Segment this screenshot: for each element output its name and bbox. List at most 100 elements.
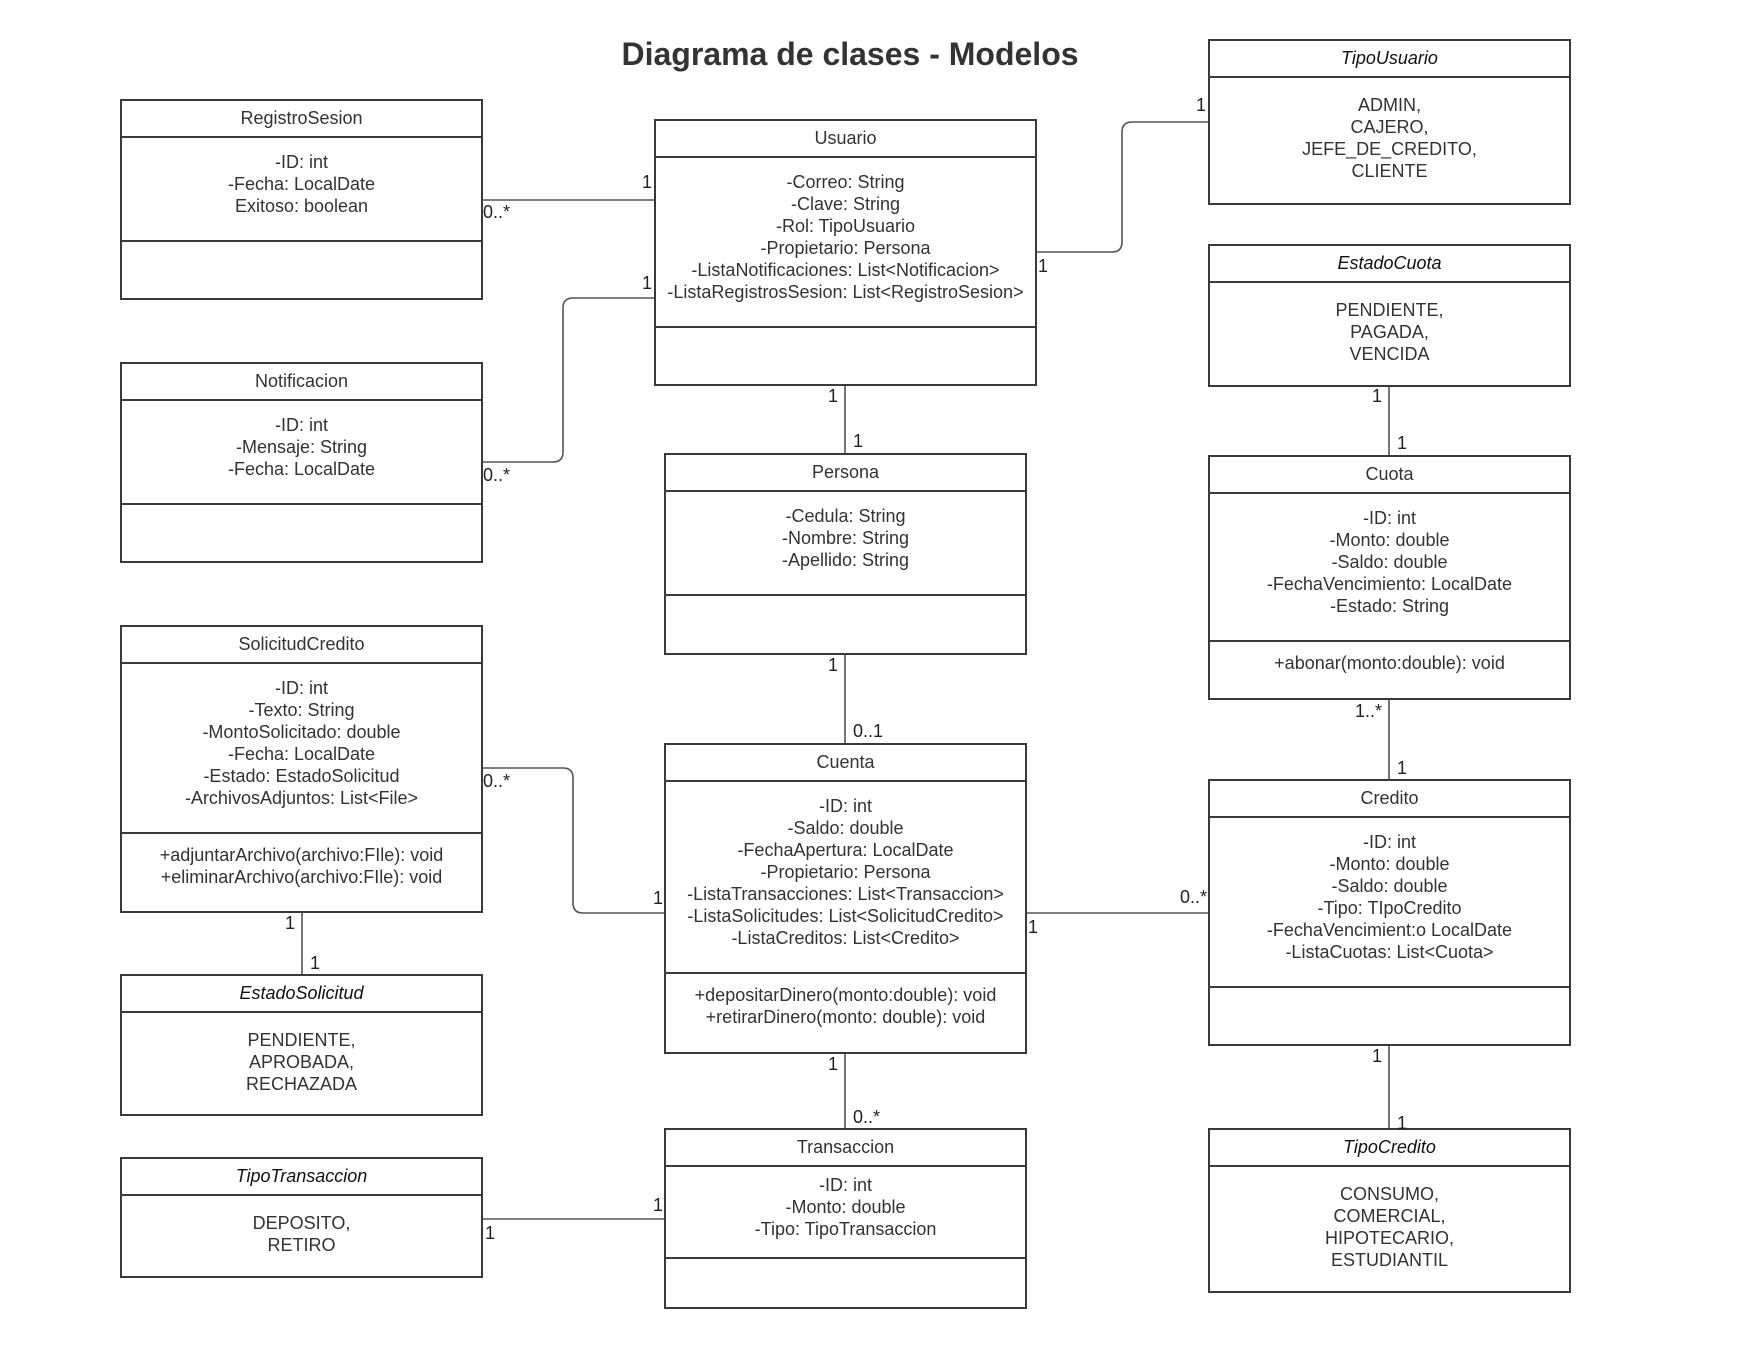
attribute: -Nombre: String: [781, 528, 910, 548]
enum-estadosolicitud: EstadoSolicitud PENDIENTE, APROBADA, REC…: [120, 974, 483, 1116]
enum-value: DEPOSITO,: [252, 1213, 351, 1233]
enum-values: PENDIENTE, PAGADA, VENCIDA: [1210, 283, 1569, 385]
class-attributes: -ID: int -Monto: double -Tipo: TipoTrans…: [666, 1167, 1025, 1259]
enum-values: DEPOSITO, RETIRO: [122, 1196, 481, 1276]
enum-value: ADMIN,: [1358, 95, 1421, 115]
class-registrosesion: RegistroSesion -ID: int -Fecha: LocalDat…: [120, 99, 483, 300]
enum-values: PENDIENTE, APROBADA, RECHAZADA: [122, 1013, 481, 1114]
multiplicity-label: 0..*: [853, 1107, 881, 1127]
attribute: -Estado: EstadoSolicitud: [203, 766, 400, 786]
assoc-usuario-notificacion: [483, 297, 654, 463]
enum-value: ESTUDIANTIL: [1330, 1250, 1449, 1270]
class-attributes: -ID: int -Mensaje: String -Fecha: LocalD…: [122, 401, 481, 505]
class-transaccion: Transaccion -ID: int -Monto: double -Tip…: [664, 1128, 1027, 1309]
diagram-title: Diagrama de clases - Modelos: [621, 36, 1079, 72]
attribute: -Tipo: TIpoCredito: [1317, 898, 1462, 918]
method: +adjuntarArchivo(archivo:FIle): void: [159, 845, 444, 865]
class-attributes: -ID: int -Monto: double -Saldo: double -…: [1210, 818, 1569, 988]
class-notificacion: Notificacion -ID: int -Mensaje: String -…: [120, 362, 483, 563]
attribute: -ListaNotificaciones: List<Notificacion>: [691, 260, 1000, 280]
multiplicity-label: 1: [828, 655, 839, 675]
enum-value: RETIRO: [267, 1235, 336, 1255]
enum-name: TipoUsuario: [1210, 41, 1569, 78]
class-methods: +depositarDinero(monto:double): void +re…: [666, 974, 1025, 1052]
class-methods: [122, 505, 481, 561]
attribute: -Propietario: Persona: [760, 862, 931, 882]
multiplicity-label: 1: [642, 273, 653, 293]
attribute: -ID: int: [818, 796, 872, 816]
attribute: -ID: int: [1362, 832, 1416, 852]
attribute: -FechaVencimient:o LocalDate: [1266, 920, 1513, 940]
attribute: -MontoSolicitado: double: [202, 722, 401, 742]
class-persona: Persona -Cedula: String -Nombre: String …: [664, 453, 1027, 655]
attribute: -ID: int: [274, 152, 328, 172]
enum-estadocuota: EstadoCuota PENDIENTE, PAGADA, VENCIDA: [1208, 244, 1571, 387]
multiplicity-label: 1: [1397, 433, 1408, 453]
class-attributes: -ID: int -Fecha: LocalDate Exitoso: bool…: [122, 138, 481, 242]
multiplicity-label: 1: [1372, 386, 1383, 406]
attribute: -Fecha: LocalDate: [227, 744, 376, 764]
enum-value: CONSUMO,: [1340, 1184, 1439, 1204]
enum-values: ADMIN, CAJERO, JEFE_DE_CREDITO, CLIENTE: [1210, 78, 1569, 203]
attribute: -Fecha: LocalDate: [227, 174, 376, 194]
multiplicity-label: 1: [642, 172, 653, 192]
attribute: -Monto: double: [785, 1197, 906, 1217]
class-methods: [666, 596, 1025, 653]
enum-tipocredito: TipoCredito CONSUMO, COMERCIAL, HIPOTECA…: [1208, 1128, 1571, 1293]
attribute: -FechaVencimiento: LocalDate: [1266, 574, 1513, 594]
attribute: -Estado: String: [1329, 596, 1450, 616]
enum-name: EstadoSolicitud: [122, 976, 481, 1013]
class-methods: +adjuntarArchivo(archivo:FIle): void +el…: [122, 834, 481, 911]
attribute: -ID: int: [274, 415, 328, 435]
multiplicity-label: 1: [653, 888, 664, 908]
multiplicity-label: 1..*: [1355, 701, 1383, 721]
class-name: Cuenta: [666, 745, 1025, 782]
method: +eliminarArchivo(archivo:FIle): void: [160, 867, 443, 887]
class-attributes: -ID: int -Saldo: double -FechaApertura: …: [666, 782, 1025, 974]
multiplicity-label: 1: [485, 1223, 496, 1243]
class-name: RegistroSesion: [122, 101, 481, 138]
attribute: -Correo: String: [786, 172, 905, 192]
attribute: -Saldo: double: [1331, 552, 1448, 572]
attribute: -Saldo: double: [1331, 876, 1448, 896]
class-methods: [1210, 988, 1569, 1044]
attribute: -Clave: String: [790, 194, 901, 214]
multiplicity-label: 1: [285, 913, 296, 933]
class-attributes: -Cedula: String -Nombre: String -Apellid…: [666, 492, 1025, 596]
class-name: Notificacion: [122, 364, 481, 401]
multiplicity-label: 1: [1372, 1046, 1383, 1066]
multiplicity-label: 0..*: [483, 771, 511, 791]
attribute: -ListaRegistrosSesion: List<RegistroSesi…: [667, 282, 1024, 302]
attribute: Exitoso: boolean: [234, 196, 369, 216]
class-attributes: -Correo: String -Clave: String -Rol: Tip…: [656, 158, 1035, 328]
class-methods: [656, 328, 1035, 384]
attribute: -ListaCreditos: List<Credito>: [731, 928, 960, 948]
attribute: -Tipo: TipoTransaccion: [754, 1219, 937, 1239]
class-credito: Credito -ID: int -Monto: double -Saldo: …: [1208, 779, 1571, 1046]
class-cuota: Cuota -ID: int -Monto: double -Saldo: do…: [1208, 455, 1571, 700]
class-solicitudcredito: SolicitudCredito -ID: int -Texto: String…: [120, 625, 483, 913]
multiplicity-label: 0..1: [853, 721, 884, 741]
enum-tipotransaccion: TipoTransaccion DEPOSITO, RETIRO: [120, 1157, 483, 1278]
attribute: -ID: int: [818, 1175, 872, 1195]
attribute: -Fecha: LocalDate: [227, 459, 376, 479]
class-name: SolicitudCredito: [122, 627, 481, 664]
attribute: -FechaApertura: LocalDate: [737, 840, 954, 860]
class-attributes: -ID: int -Texto: String -MontoSolicitado…: [122, 664, 481, 834]
multiplicity-label: 0..*: [1180, 887, 1208, 907]
class-methods: [122, 242, 481, 298]
attribute: -ListaSolicitudes: List<SolicitudCredito…: [687, 906, 1004, 926]
enum-value: PENDIENTE,: [1335, 300, 1444, 320]
class-usuario: Usuario -Correo: String -Clave: String -…: [654, 119, 1037, 386]
multiplicity-label: 1: [828, 386, 839, 406]
enum-value: JEFE_DE_CREDITO,: [1302, 139, 1477, 159]
class-name: Cuota: [1210, 457, 1569, 494]
multiplicity-label: 1: [1038, 256, 1049, 276]
multiplicity-label: 1: [853, 431, 864, 451]
multiplicity-label: 1: [1397, 1113, 1408, 1133]
enum-value: VENCIDA: [1349, 344, 1430, 364]
class-name: Transaccion: [666, 1130, 1025, 1167]
attribute: -Mensaje: String: [235, 437, 368, 457]
